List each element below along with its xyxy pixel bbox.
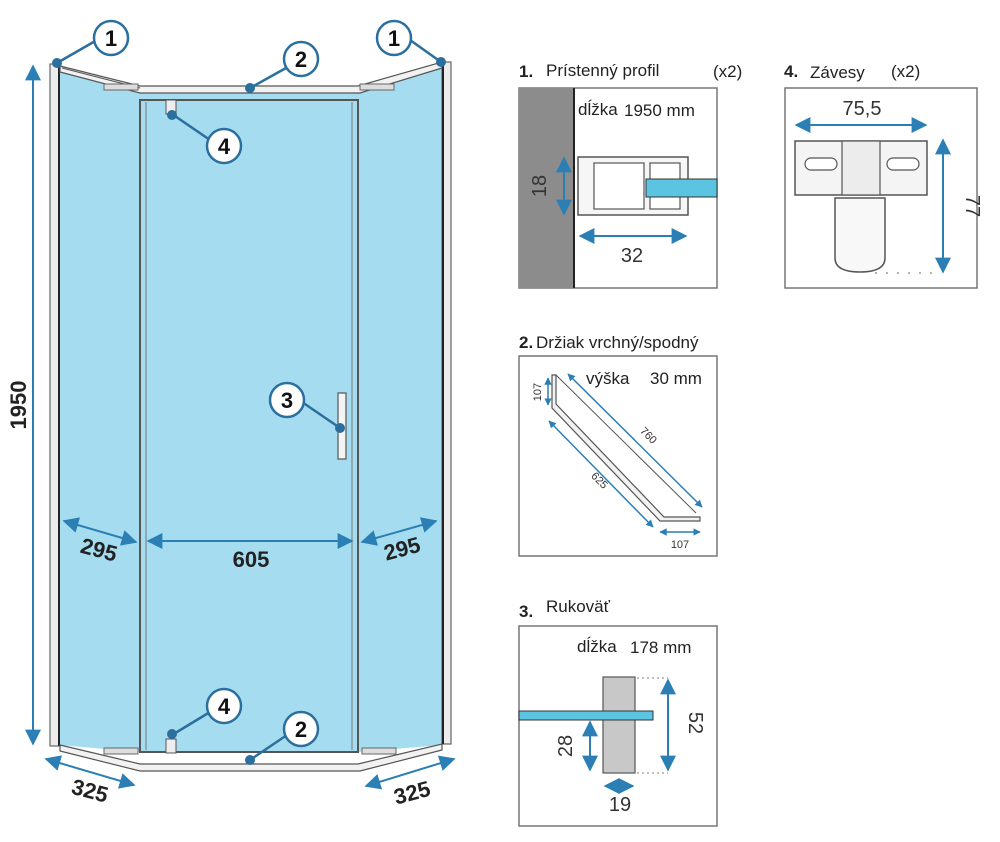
right-depth-label: 325: [391, 776, 433, 810]
left-glass-panel: [60, 68, 140, 752]
svg-text:výška: výška: [586, 369, 630, 388]
door-glass-panel: [140, 90, 358, 752]
callout-2-bottom: 2: [282, 710, 320, 748]
glass-section: [645, 178, 718, 198]
callout-4-bottom: 4: [205, 687, 243, 725]
right-glass-panel: [358, 66, 442, 752]
part-1-wall-profile: 1. Prístenný profil (x2) dĺžka 1950 mm 1…: [518, 61, 742, 289]
callout-2-top: 2: [282, 40, 320, 78]
part-1-qty: (x2): [713, 62, 742, 81]
part-4-qty: (x2): [891, 62, 920, 81]
svg-text:18: 18: [529, 175, 551, 197]
handle-bar: [602, 676, 636, 774]
part-1-title: Prístenný profil: [546, 61, 659, 80]
callout-4-top: 4: [205, 127, 243, 165]
part-2-holder: 2. Držiak vrchný/spodný výška 30 mm 107 …: [518, 333, 718, 557]
svg-text:2.: 2.: [519, 333, 533, 352]
callouts: [56, 38, 442, 762]
svg-text:178 mm: 178 mm: [630, 638, 691, 657]
svg-text:1.: 1.: [519, 62, 533, 81]
svg-text:107: 107: [532, 383, 544, 401]
svg-text:1: 1: [105, 26, 117, 51]
door-width-label: 605: [233, 547, 270, 572]
svg-text:4: 4: [218, 694, 231, 719]
left-depth-label: 325: [69, 774, 111, 808]
left-wall-profile: [49, 63, 60, 747]
svg-text:dĺžka: dĺžka: [578, 100, 618, 119]
part-4-title: Závesy: [810, 63, 865, 82]
svg-text:4.: 4.: [784, 62, 798, 81]
svg-text:2: 2: [295, 717, 307, 742]
door-frame: [139, 99, 359, 753]
svg-text:32: 32: [621, 245, 643, 267]
svg-text:1: 1: [388, 26, 400, 51]
svg-text:77: 77: [961, 195, 983, 217]
enclosure-diagram: [49, 61, 452, 772]
part-3-handle: 3. Rukoväť dĺžka 178 mm 28 52 19: [518, 597, 718, 827]
svg-text:28: 28: [555, 735, 577, 757]
part-2-title: Držiak vrchný/spodný: [536, 333, 699, 352]
svg-text:52: 52: [684, 712, 706, 734]
handle-glass: [518, 710, 654, 721]
svg-text:75,5: 75,5: [843, 98, 882, 120]
svg-text:19: 19: [609, 794, 631, 816]
callout-3-handle: 3: [268, 381, 306, 419]
bottom-hinge: [165, 738, 177, 754]
svg-text:30 mm: 30 mm: [650, 369, 702, 388]
part-4-hinges: 4. Závesy (x2) 75,5 77: [784, 62, 983, 289]
hinge-body: [834, 197, 886, 273]
svg-text:3: 3: [281, 388, 293, 413]
part-3-title: Rukoväť: [546, 597, 611, 616]
height-1950-label: 1950: [6, 381, 31, 430]
svg-text:2: 2: [295, 47, 307, 72]
svg-text:1950 mm: 1950 mm: [624, 101, 695, 120]
callout-1-left: 1: [92, 19, 130, 57]
svg-text:3.: 3.: [519, 602, 533, 621]
callout-1-right: 1: [375, 19, 413, 57]
svg-text:107: 107: [671, 539, 689, 551]
svg-text:dĺžka: dĺžka: [577, 637, 617, 656]
svg-text:4: 4: [218, 134, 231, 159]
